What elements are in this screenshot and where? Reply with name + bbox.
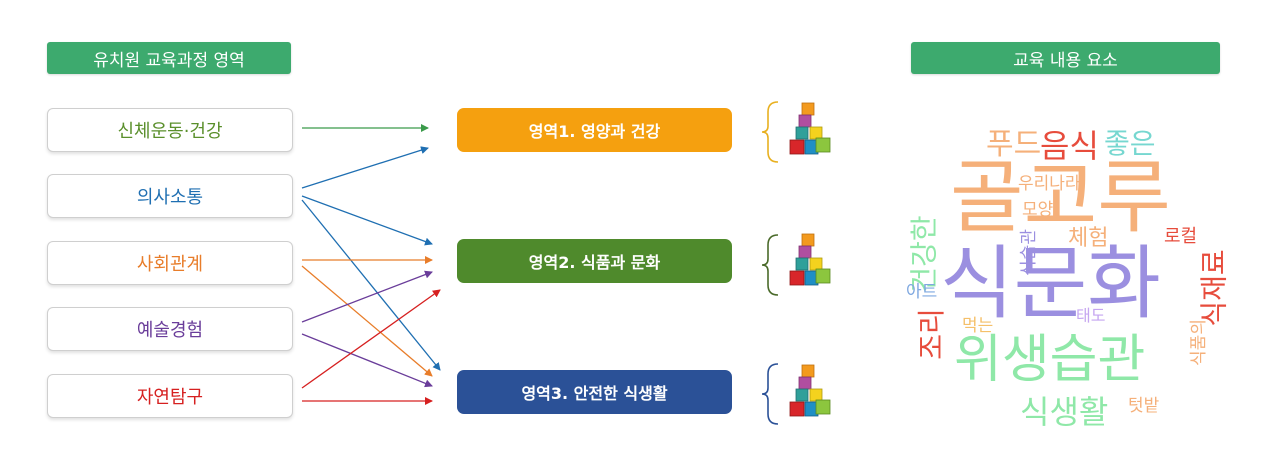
domain-3-safe-eating: 영역3. 안전한 식생활 (457, 370, 732, 414)
blocks-icon (789, 364, 831, 417)
word-cloud-word: 음식 (1040, 127, 1099, 165)
curriculum-area-communication: 의사소통 (47, 174, 293, 218)
content-elements-header: 교육 내용 요소 (911, 42, 1220, 74)
arrow-communication-to-domain1 (301, 146, 429, 189)
word-cloud-word: 식생활 (1020, 393, 1109, 431)
word-cloud-word: 모양 (1022, 200, 1054, 220)
word-cloud: 푸드 음식 좋은 골고루 우리나라 모양 체험 로컬 건강한 식습관 식재료 식… (900, 120, 1240, 450)
blocks-icon (789, 233, 831, 286)
arrow-art-to-domain2 (301, 270, 433, 323)
brace-domain1 (761, 101, 779, 163)
word-cloud-word: 위생습관 (954, 330, 1146, 390)
arrow-social-to-domain3 (301, 265, 433, 377)
curriculum-area-nature-inquiry: 자연탐구 (47, 374, 293, 418)
word-cloud-word: 식품의 (1188, 319, 1209, 366)
domain-1-nutrition-health: 영역1. 영양과 건강 (457, 108, 732, 152)
brace-domain3 (761, 363, 779, 425)
word-cloud-word: 체험 (1068, 226, 1109, 251)
arrow-art-to-domain3 (301, 333, 433, 388)
word-cloud-word: 먹는 (962, 316, 994, 336)
curriculum-area-social-relations: 사회관계 (47, 241, 293, 285)
word-cloud-word: 푸드 (986, 127, 1042, 162)
curriculum-area-physical-health: 신체운동·건강 (47, 108, 293, 152)
blocks-icon (789, 102, 831, 155)
brace-domain2 (761, 234, 779, 296)
curriculum-area-art-experience: 예술경험 (47, 307, 293, 351)
word-cloud-word: 식문화 (940, 237, 1161, 330)
word-cloud-word: 아트 (906, 282, 938, 302)
word-cloud-word: 텃밭 (1128, 396, 1160, 416)
word-cloud-word: 로컬 (1164, 226, 1198, 247)
word-cloud-word: 식재료 (1197, 249, 1231, 327)
curriculum-header: 유치원 교육과정 영역 (47, 42, 291, 74)
word-cloud-word: 좋은 (1104, 127, 1156, 160)
word-cloud-word: 조리 (914, 308, 948, 360)
word-cloud-word: 우리나라 (1018, 174, 1081, 194)
arrow-communication-to-domain2 (301, 195, 433, 246)
word-cloud-word: 태도 (1076, 306, 1106, 325)
arrow-communication-to-domain3 (301, 199, 441, 371)
word-cloud-word: 골고루 (950, 151, 1171, 244)
domain-2-food-culture: 영역2. 식품과 문화 (457, 239, 732, 283)
arrow-nature-to-domain2 (301, 289, 441, 389)
